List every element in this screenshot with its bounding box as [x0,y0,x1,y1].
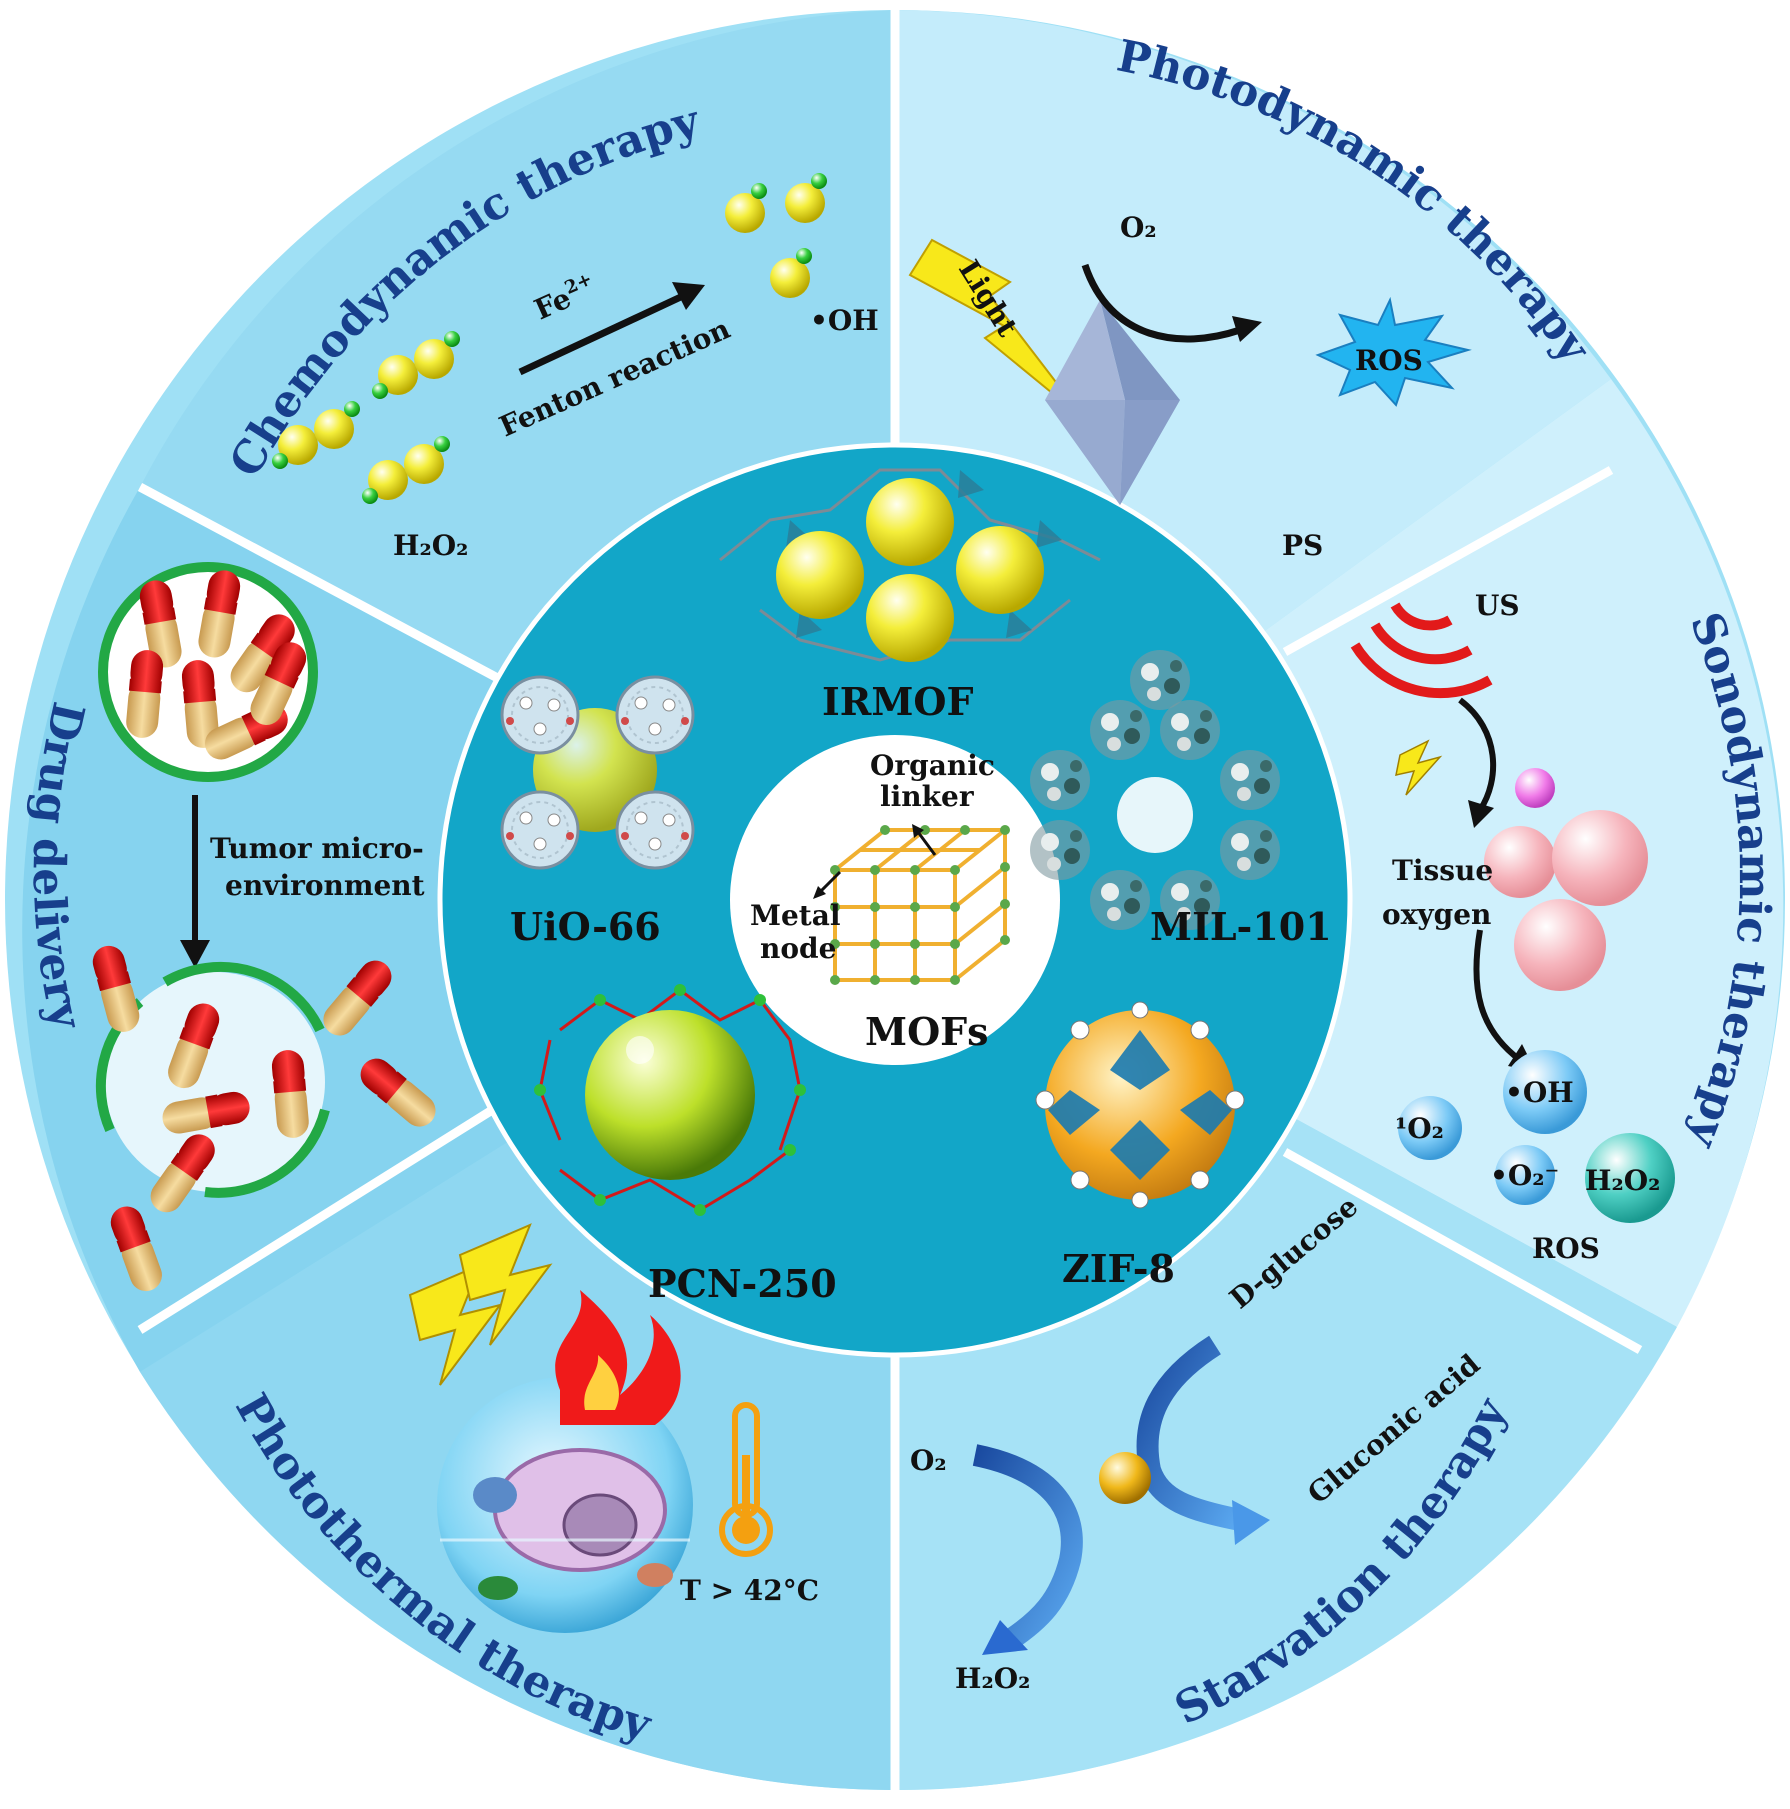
zif8-structure [1035,1001,1245,1209]
uio66-structure [500,675,695,870]
mofs-label: MOFs [865,1009,989,1054]
irmof-structure [719,468,1101,662]
oxygen-label: oxygen [1382,898,1491,931]
mil101-structure [1030,650,1280,930]
tumor-label-2: environment [225,869,425,902]
gox-ball-icon [1099,1452,1151,1504]
sono-arrow-1 [1458,697,1497,812]
metal-node-label-1: Metal [750,899,841,932]
photo-arrow [1081,263,1242,343]
temperature-label: T > 42°C [680,1574,819,1607]
pcn250-label: PCN-250 [648,1261,837,1306]
sector-dividers [137,10,1643,1790]
ros-species-bubbles [1398,1050,1675,1223]
us-label: US [1475,589,1520,622]
tissue-oxygen-bubbles [1484,810,1648,991]
tumor-label-1: Tumor micro- [210,832,424,865]
mil101-label: MIL-101 [1150,904,1332,949]
organic-linker-label-2: linker [880,780,975,813]
chemo-oh-label: •OH [810,304,879,337]
sono-h2o2-label: H₂O₂ [1585,1164,1660,1197]
ps-octahedron-icon [1045,300,1180,505]
zif8-label: ZIF-8 [1062,1246,1175,1291]
ros-burst-icon [1315,296,1472,407]
center-circle [730,735,1060,1065]
ps-label: PS [1282,529,1323,562]
ros-label: ROS [1355,344,1423,377]
lattice-cube-icon [833,828,1007,982]
light-bolt-icon [908,238,1086,421]
fire-icon [555,1290,681,1425]
released-carrier-icon [95,961,330,1219]
sono-oh-label: •OH [1505,1076,1574,1109]
chemo-h2o2-label: H₂O₂ [393,529,468,562]
organic-linker-label-1: Organic [870,749,995,782]
photo-o2-label: O₂ [1120,211,1157,244]
singlet-o2-label: ¹O₂ [1395,1112,1444,1145]
ultrasound-waves-icon [1350,602,1493,699]
irmof-label: IRMOF [822,679,974,724]
sono-arrow-2 [1473,929,1522,1063]
cell-icon [437,1377,693,1633]
tissue-label: Tissue [1392,854,1493,887]
uio66-label: UiO-66 [510,904,661,949]
loaded-carrier-icon [98,562,318,782]
pcn250-structure [534,984,806,1216]
sono-ros-label: ROS [1532,1232,1600,1265]
metal-node-arrow [818,870,842,894]
oxygen-curve-arrow [972,1444,1083,1650]
glucose-curve-arrow [1136,1335,1243,1531]
starv-h2o2-label: H₂O₂ [955,1662,1030,1695]
metal-node-label-2: node [760,932,836,965]
starv-o2-label: O₂ [910,1444,947,1477]
superoxide-label: •O₂⁻ [1490,1159,1559,1192]
organic-linker-arrow [916,831,937,856]
sono-sensitizer-ball [1515,768,1555,808]
fenton-arrow [518,291,687,376]
lattice-nodes [830,825,1010,985]
thermometer-icon [719,1402,773,1557]
